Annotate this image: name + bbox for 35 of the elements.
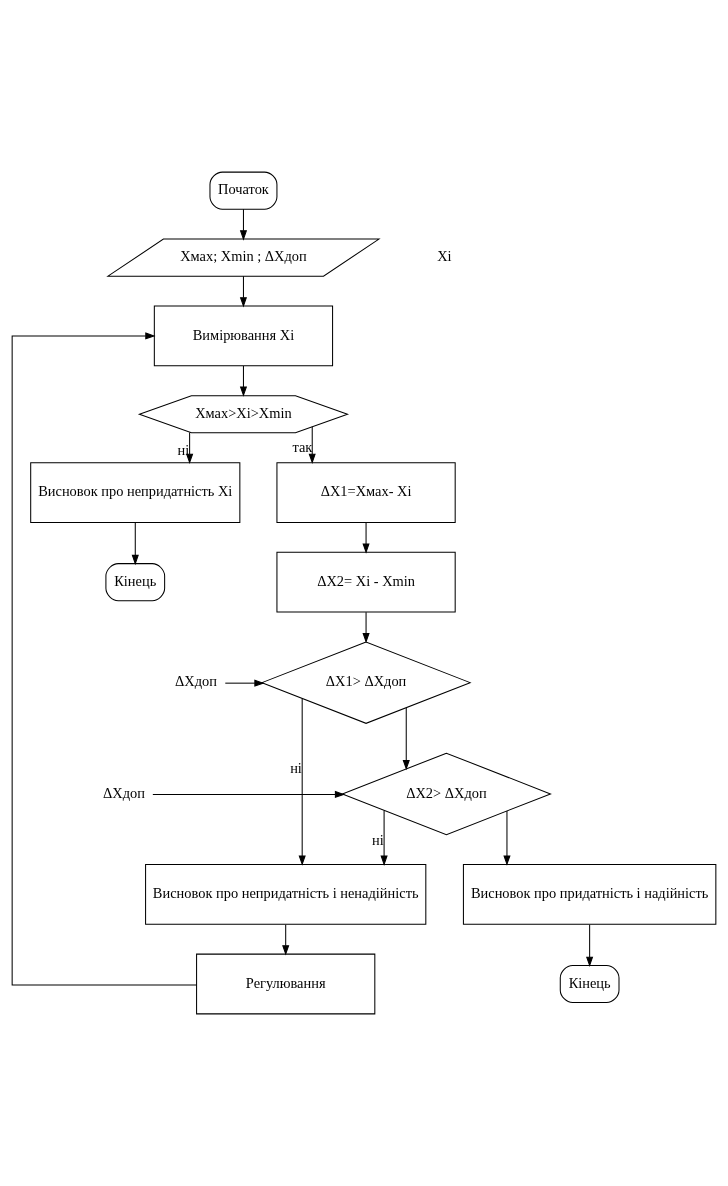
arrow <box>239 365 248 397</box>
arrow <box>362 522 370 554</box>
arrow <box>186 431 194 465</box>
node-text: ΔXдоп <box>175 673 218 690</box>
arrow <box>239 208 248 241</box>
node-diamond: ΔX2> ΔXдоп <box>340 752 552 836</box>
node-box: Регулювання <box>196 953 376 1015</box>
edge-label: так <box>292 439 313 456</box>
arrow <box>131 522 139 566</box>
arrow <box>380 810 388 866</box>
node-box: Початок <box>209 171 278 210</box>
arrow <box>586 924 594 967</box>
arrow <box>224 679 265 687</box>
arrow <box>362 611 370 644</box>
node-box: Кінець <box>559 964 620 1004</box>
node-box: Висновок про придатність і надійність <box>462 863 717 925</box>
arrow <box>11 332 197 986</box>
arrow <box>503 810 511 866</box>
node-text: ΔXдоп <box>102 784 145 801</box>
node-label: Xi <box>437 248 452 265</box>
node-box: Кінець <box>105 563 166 602</box>
arrow <box>308 426 316 464</box>
node-diamond: ΔX1> ΔXдоп <box>260 641 472 724</box>
edge-label: ні <box>290 760 302 777</box>
node-box: ΔX2= Xi - Xmin <box>276 551 456 613</box>
arrow <box>298 698 306 866</box>
arrow <box>152 790 346 799</box>
node-box: Вимірювання Xi <box>153 305 334 367</box>
arrow <box>402 707 410 771</box>
node-box: Висновок про непридатність і ненадійність <box>145 863 427 925</box>
arrow <box>239 275 248 308</box>
node-box: ΔX1=Xмах- Xi <box>276 462 456 523</box>
node-box: Висновок про непридатність Xi <box>30 462 241 523</box>
edge-label: ні <box>177 441 190 458</box>
arrow <box>282 924 290 956</box>
